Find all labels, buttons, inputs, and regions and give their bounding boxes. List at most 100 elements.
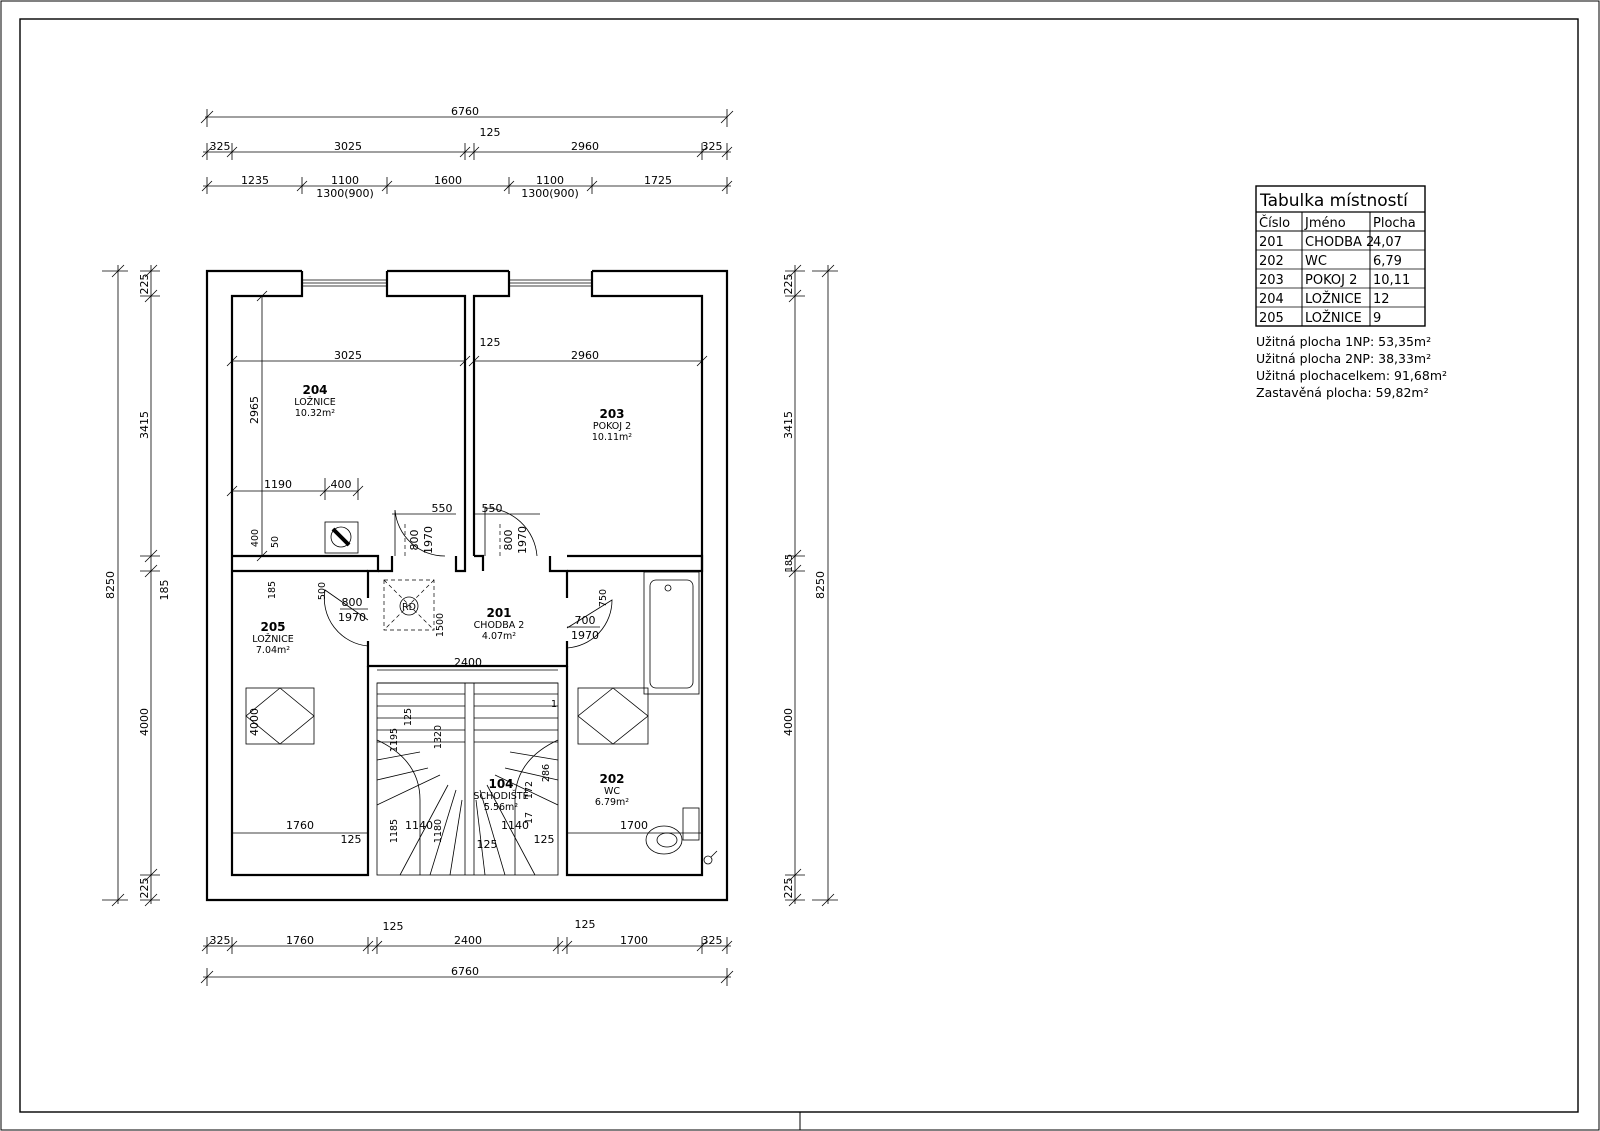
skylight-202 xyxy=(577,687,649,745)
room-area: 4.07m² xyxy=(482,631,516,642)
dim-open-2: 1100 xyxy=(331,174,359,187)
area-notes: Užitná plocha 1NP: 53,35m² Užitná plocha… xyxy=(1256,334,1447,400)
note-line: Zastavěná plocha: 59,82m² xyxy=(1256,385,1429,400)
toilet xyxy=(645,807,718,865)
dim-st-1320: 1320 xyxy=(433,725,444,749)
dim-top-seg-1: 325 xyxy=(210,140,231,153)
table-cell: LOŽNICE xyxy=(1305,310,1362,326)
table-cell: 205 xyxy=(1259,311,1284,326)
note-line: Užitná plochacelkem: 91,68m² xyxy=(1256,368,1447,383)
table-cell: LOŽNICE xyxy=(1305,291,1362,307)
dim-st-17: 17 xyxy=(524,812,535,824)
dim-open-4: 1600 xyxy=(434,174,462,187)
skylight-205 xyxy=(245,687,315,745)
dim-chimney-y: 400 xyxy=(250,529,261,547)
room-label-203: 203 POKOJ 2 10.11m² xyxy=(592,407,632,443)
table-cell: 4,07 xyxy=(1373,235,1402,250)
dim-open-1: 1235 xyxy=(241,174,269,187)
dim-bot-total: 6760 xyxy=(451,965,479,978)
dim-open-6: 1300(900) xyxy=(521,187,579,200)
drawing-frame xyxy=(19,18,1579,1113)
door-202 xyxy=(566,599,613,649)
dim-hall-1500: 1500 xyxy=(435,613,446,637)
room-name: LOŽNICE xyxy=(252,633,293,645)
room-number: 203 xyxy=(599,407,624,421)
table-cell: 12 xyxy=(1373,292,1390,307)
room-number: 204 xyxy=(302,383,327,397)
dim-r203-w: 2960 xyxy=(571,349,599,362)
dim-st-1185a: 1185 xyxy=(389,819,400,843)
room-number: 205 xyxy=(260,620,285,634)
dim-st-172: 172 xyxy=(524,781,535,799)
dim-open-7: 1725 xyxy=(644,174,672,187)
room-name: SCHODIŠTĚ xyxy=(473,790,528,802)
room-table: Tabulka místností Číslo Jméno Plocha 201… xyxy=(1255,185,1426,327)
dim-door-1970c: 1970 xyxy=(338,611,366,624)
room-label-204: 204 LOŽNICE 10.32m² xyxy=(294,383,335,419)
dim-door-500: 500 xyxy=(317,582,328,600)
right-dimensions: 8250 225 3415 185 4000 225 xyxy=(782,264,838,907)
walls xyxy=(205,269,729,902)
dim-r202-1700: 1700 xyxy=(620,819,648,832)
dim-top-seg-5: 325 xyxy=(702,140,723,153)
dim-top-seg-4: 2960 xyxy=(571,140,599,153)
inner-dimensions: 3025 125 2960 2965 1190 400 400 50 185 5… xyxy=(226,290,708,851)
dim-bot-seg-2: 1760 xyxy=(286,934,314,947)
dim-left-seg-4: 4000 xyxy=(138,708,151,736)
dim-chimney-x: 1190 xyxy=(264,478,292,491)
dim-top-total: 6760 xyxy=(451,105,479,118)
dim-r205-4000: 4000 xyxy=(248,708,261,736)
dim-chimney-w: 400 xyxy=(331,478,352,491)
dim-bot-seg-6: 1700 xyxy=(620,934,648,947)
chimney xyxy=(324,521,359,554)
room-name: CHODBA 2 xyxy=(474,620,525,631)
dim-open-5: 1100 xyxy=(536,174,564,187)
dim-st-125c: 125 xyxy=(477,838,498,851)
left-dimensions: 8250 225 3415 185 4000 225 xyxy=(102,264,171,907)
dim-top-seg-2: 3025 xyxy=(334,140,362,153)
dim-st-286: 286 xyxy=(541,764,552,782)
dim-left-seg-1: 225 xyxy=(138,274,151,295)
dim-door-550a: 550 xyxy=(432,502,453,515)
table-cell: 203 xyxy=(1259,273,1284,288)
dim-st-125a: 125 xyxy=(403,708,414,726)
dim-top-seg-3: 125 xyxy=(480,126,501,139)
dim-bot-seg-5: 125 xyxy=(575,918,596,931)
room-area: 10.32m² xyxy=(295,408,335,419)
dim-st-125d: 125 xyxy=(534,833,555,846)
dim-r205-1760: 1760 xyxy=(286,819,314,832)
dim-st-1140b: 1140 xyxy=(501,819,529,832)
table-cell: 10,11 xyxy=(1373,273,1410,288)
table-header-cislo: Číslo xyxy=(1259,215,1290,231)
staircase xyxy=(376,682,559,876)
room-area: 6.79m² xyxy=(595,797,629,808)
dim-st-125b: 125 xyxy=(341,833,362,846)
dim-right-seg-4: 4000 xyxy=(782,708,795,736)
table-header-plocha: Plocha xyxy=(1373,216,1416,231)
door-203 xyxy=(484,507,538,557)
dim-s185: 185 xyxy=(267,581,278,599)
room-label-104: 104 SCHODIŠTĚ 5.56m² xyxy=(473,777,528,813)
dim-st-1195: 1195 xyxy=(389,728,400,752)
top-dimensions: 6760 325 3025 125 2960 325 1235 1100 130… xyxy=(200,105,734,200)
dim-right-seg-3: 185 xyxy=(784,554,795,572)
door-205 xyxy=(323,589,369,647)
dim-bot-seg-4: 2400 xyxy=(454,934,482,947)
dim-chimney-off: 50 xyxy=(270,536,281,548)
dim-door-800b: 800 xyxy=(502,530,515,551)
dim-st-1140a: 1140 xyxy=(405,819,433,832)
dim-left-seg-2: 3415 xyxy=(138,411,151,439)
bathtub xyxy=(643,571,700,695)
table-header-jmeno: Jméno xyxy=(1304,216,1346,231)
room-number: 201 xyxy=(486,606,511,620)
dim-right-seg-2: 3415 xyxy=(782,411,795,439)
dim-door-550b: 550 xyxy=(482,502,503,515)
dim-left-seg-5: 225 xyxy=(138,878,151,899)
bottom-dimensions: 325 1760 125 2400 125 1700 325 6760 xyxy=(200,918,734,986)
room-area: 7.04m² xyxy=(256,645,290,656)
table-cell: POKOJ 2 xyxy=(1305,273,1357,288)
room-label-201: 201 CHODBA 2 4.07m² xyxy=(474,606,525,642)
room-area: 5.56m² xyxy=(484,802,518,813)
dim-door-700: 700 xyxy=(575,614,596,627)
dim-door-1970d: 1970 xyxy=(571,629,599,642)
